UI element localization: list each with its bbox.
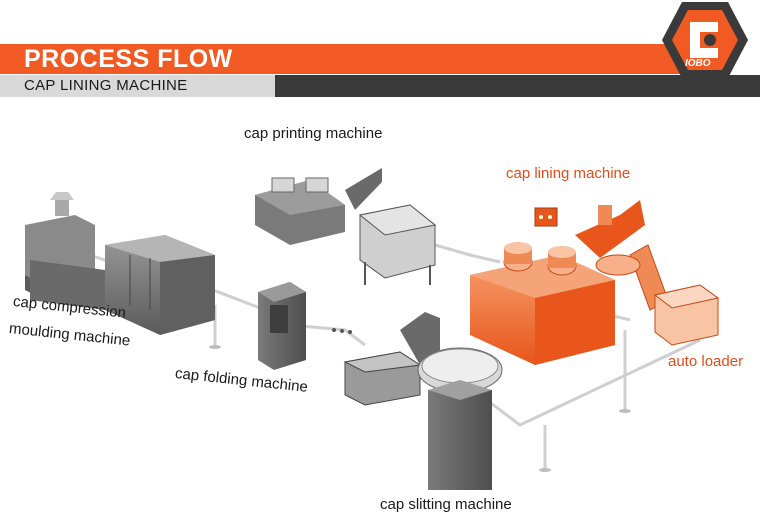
subtitle-bar	[0, 75, 275, 97]
cap-slitting-machine	[343, 312, 503, 490]
cap-compression-moulding-machine	[25, 192, 215, 335]
label-auto-loader: auto loader	[668, 353, 744, 370]
cap-lining-machine	[470, 200, 645, 365]
tube-supports	[209, 345, 631, 472]
page-subtitle: CAP LINING MACHINE	[24, 77, 188, 94]
page-title: PROCESS FLOW	[24, 45, 233, 73]
title-bar	[0, 44, 680, 74]
subtitle-bar-tail	[260, 75, 760, 97]
label-cap-lining-machine: cap lining machine	[506, 165, 631, 182]
cap-printing-machine	[255, 168, 437, 285]
header-banner: PROCESS FLOW CAP LINING MACHINE	[0, 0, 760, 100]
tube-markers	[332, 328, 352, 334]
cap-folding-machine	[258, 282, 306, 370]
label-cap-slitting-machine: cap slitting machine	[380, 496, 512, 513]
iobo-logo	[662, 2, 748, 78]
logo-text: IOBO	[685, 58, 711, 69]
label-cap-printing-machine: cap printing machine	[244, 125, 383, 142]
auto-loader	[595, 244, 720, 346]
